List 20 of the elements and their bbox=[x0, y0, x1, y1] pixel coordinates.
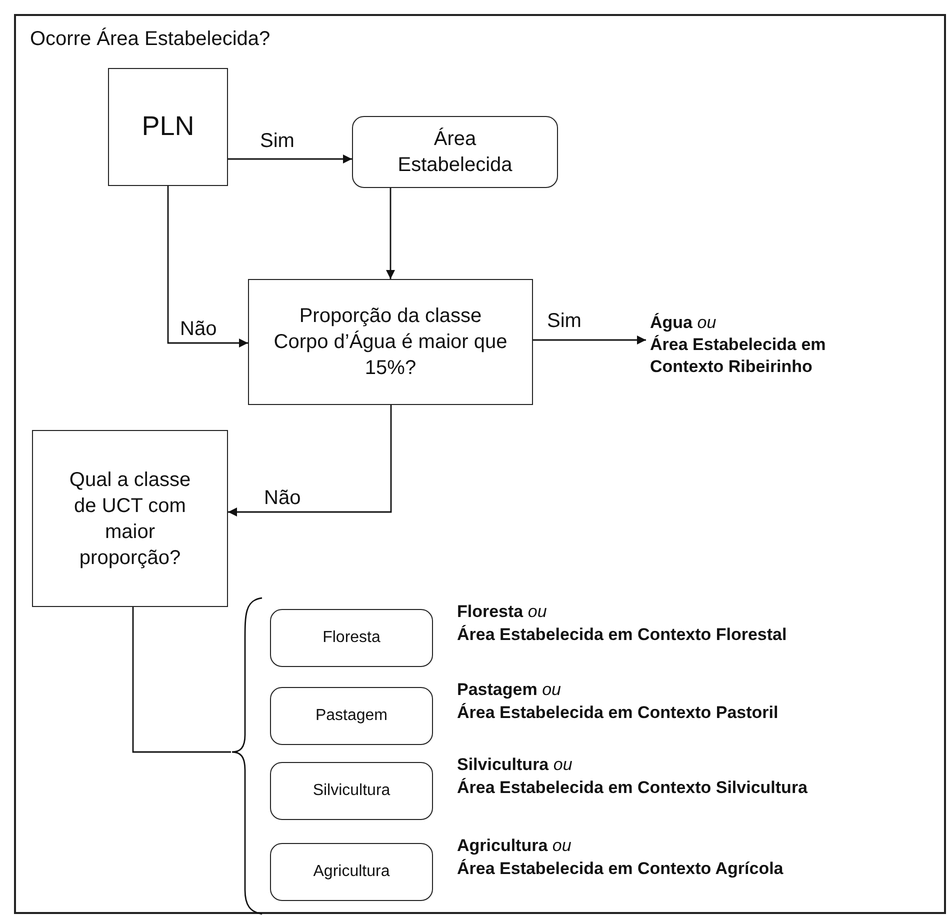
heading: Ocorre Área Estabelecida? bbox=[30, 26, 270, 52]
arrow bbox=[533, 336, 646, 344]
rounded-box: Silvicultura bbox=[270, 762, 433, 820]
result-text: Silvicultura ou Área Estabelecida em Contexto Silvicultura bbox=[457, 754, 808, 799]
rounded-box: Agricultura bbox=[270, 843, 433, 901]
result-text: Água ou Área Estabelecida em Contexto Ribeirinho bbox=[650, 300, 940, 390]
arrow bbox=[228, 405, 392, 516]
arrow bbox=[167, 186, 248, 348]
process-box: PLN bbox=[108, 68, 228, 186]
result-text: Agricultura ou Área Estabelecida em Contexto Agrícola bbox=[457, 835, 784, 880]
rounded-box: Floresta bbox=[270, 609, 433, 667]
result-text: Pastagem ou Área Estabelecida em Contexto Pastoril bbox=[457, 679, 778, 724]
process-box: Qual a classe de UCT com maior proporção? bbox=[32, 430, 228, 607]
rounded-box: Área Estabelecida bbox=[352, 116, 558, 188]
process-box: Proporção da classe Corpo d’Água é maior que 15%? bbox=[248, 279, 533, 405]
rounded-box: Pastagem bbox=[270, 687, 433, 745]
arrow bbox=[386, 188, 395, 279]
curly-brace bbox=[230, 596, 264, 916]
arrow bbox=[228, 154, 352, 164]
result-text: Floresta ou Área Estabelecida em Contexto Florestal bbox=[457, 601, 787, 646]
